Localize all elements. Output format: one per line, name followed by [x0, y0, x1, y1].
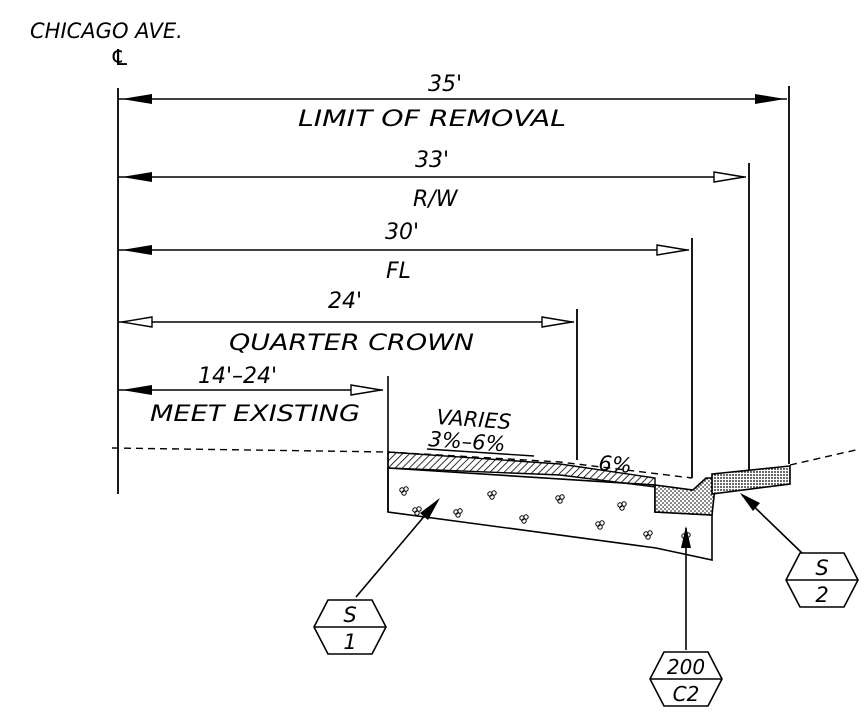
dimension-label: LIMIT OF REMOVAL: [298, 107, 566, 132]
dimension-value: 24': [328, 289, 362, 314]
dimension-quarter-crown: 24' QUARTER CROWN: [118, 289, 578, 460]
dimension-value: 14'–24': [198, 364, 277, 389]
dimension-label: MEET EXISTING: [150, 402, 360, 427]
arrowhead-right: [541, 316, 573, 328]
aggregate-base-layer: [387, 467, 713, 561]
dimension-label: FL: [386, 259, 411, 284]
callout-bottom-text: 2: [815, 583, 828, 607]
dimension-limit-of-removal: 35' LIMIT OF REMOVAL: [118, 72, 790, 464]
arrowhead-left: [122, 94, 152, 104]
callout-bottom-text: 1: [343, 630, 356, 654]
slope-labels: VARIES 3%–6% 6%: [426, 405, 633, 478]
arrowhead-left: [122, 172, 152, 182]
callout-top-text: 200: [667, 655, 705, 679]
dimension-label: R/W: [413, 187, 459, 212]
street-name-label: CHICAGO AVE.: [30, 19, 183, 43]
dimension-flow-line: 30' FL: [118, 220, 693, 478]
dimension-right-of-way: 33' R/W: [118, 148, 750, 478]
existing-grade-middle: [387, 451, 693, 479]
arrowhead-left: [122, 245, 152, 255]
leader-200-c2-arrowhead: [681, 526, 691, 548]
sidewalk-layer: [711, 465, 791, 495]
arrowhead-right: [350, 384, 382, 396]
dimension-meet-existing: 14'–24' MEET EXISTING: [118, 364, 383, 427]
dimension-value: 35': [428, 72, 462, 97]
existing-grade-right: [789, 448, 861, 466]
callout-s2: S 2: [785, 552, 859, 608]
callout-s1: S 1: [313, 599, 387, 655]
existing-grade-left: [111, 447, 389, 453]
leader-lines: [355, 493, 803, 650]
callout-top-text: S: [343, 603, 356, 627]
dimension-label: QUARTER CROWN: [229, 331, 474, 356]
arrowhead-left: [122, 385, 152, 395]
callout-200-c2: 200 C2: [649, 651, 723, 707]
leader-s2-arrowhead: [740, 493, 760, 511]
varies-label: VARIES: [436, 405, 512, 434]
arrowhead-right: [713, 171, 745, 183]
aggregate-symbols: [399, 486, 691, 542]
varies-range-underline: [426, 448, 535, 457]
dimension-value: 33': [415, 148, 449, 173]
callout-bottom-text: C2: [673, 682, 700, 706]
arrowhead-right: [656, 244, 688, 256]
arrowhead-left: [121, 316, 153, 328]
centerline-symbol: ℄: [110, 46, 130, 71]
arrowhead-right: [755, 94, 785, 104]
leader-s1-arrowhead: [420, 498, 440, 520]
existing-grade-line: [111, 447, 861, 479]
callout-top-text: S: [815, 556, 828, 580]
boulevard-slope-label: 6%: [598, 451, 633, 478]
curb-and-gutter: [654, 477, 717, 516]
pavement-section: [387, 376, 791, 561]
dimension-value: 30': [385, 220, 419, 245]
